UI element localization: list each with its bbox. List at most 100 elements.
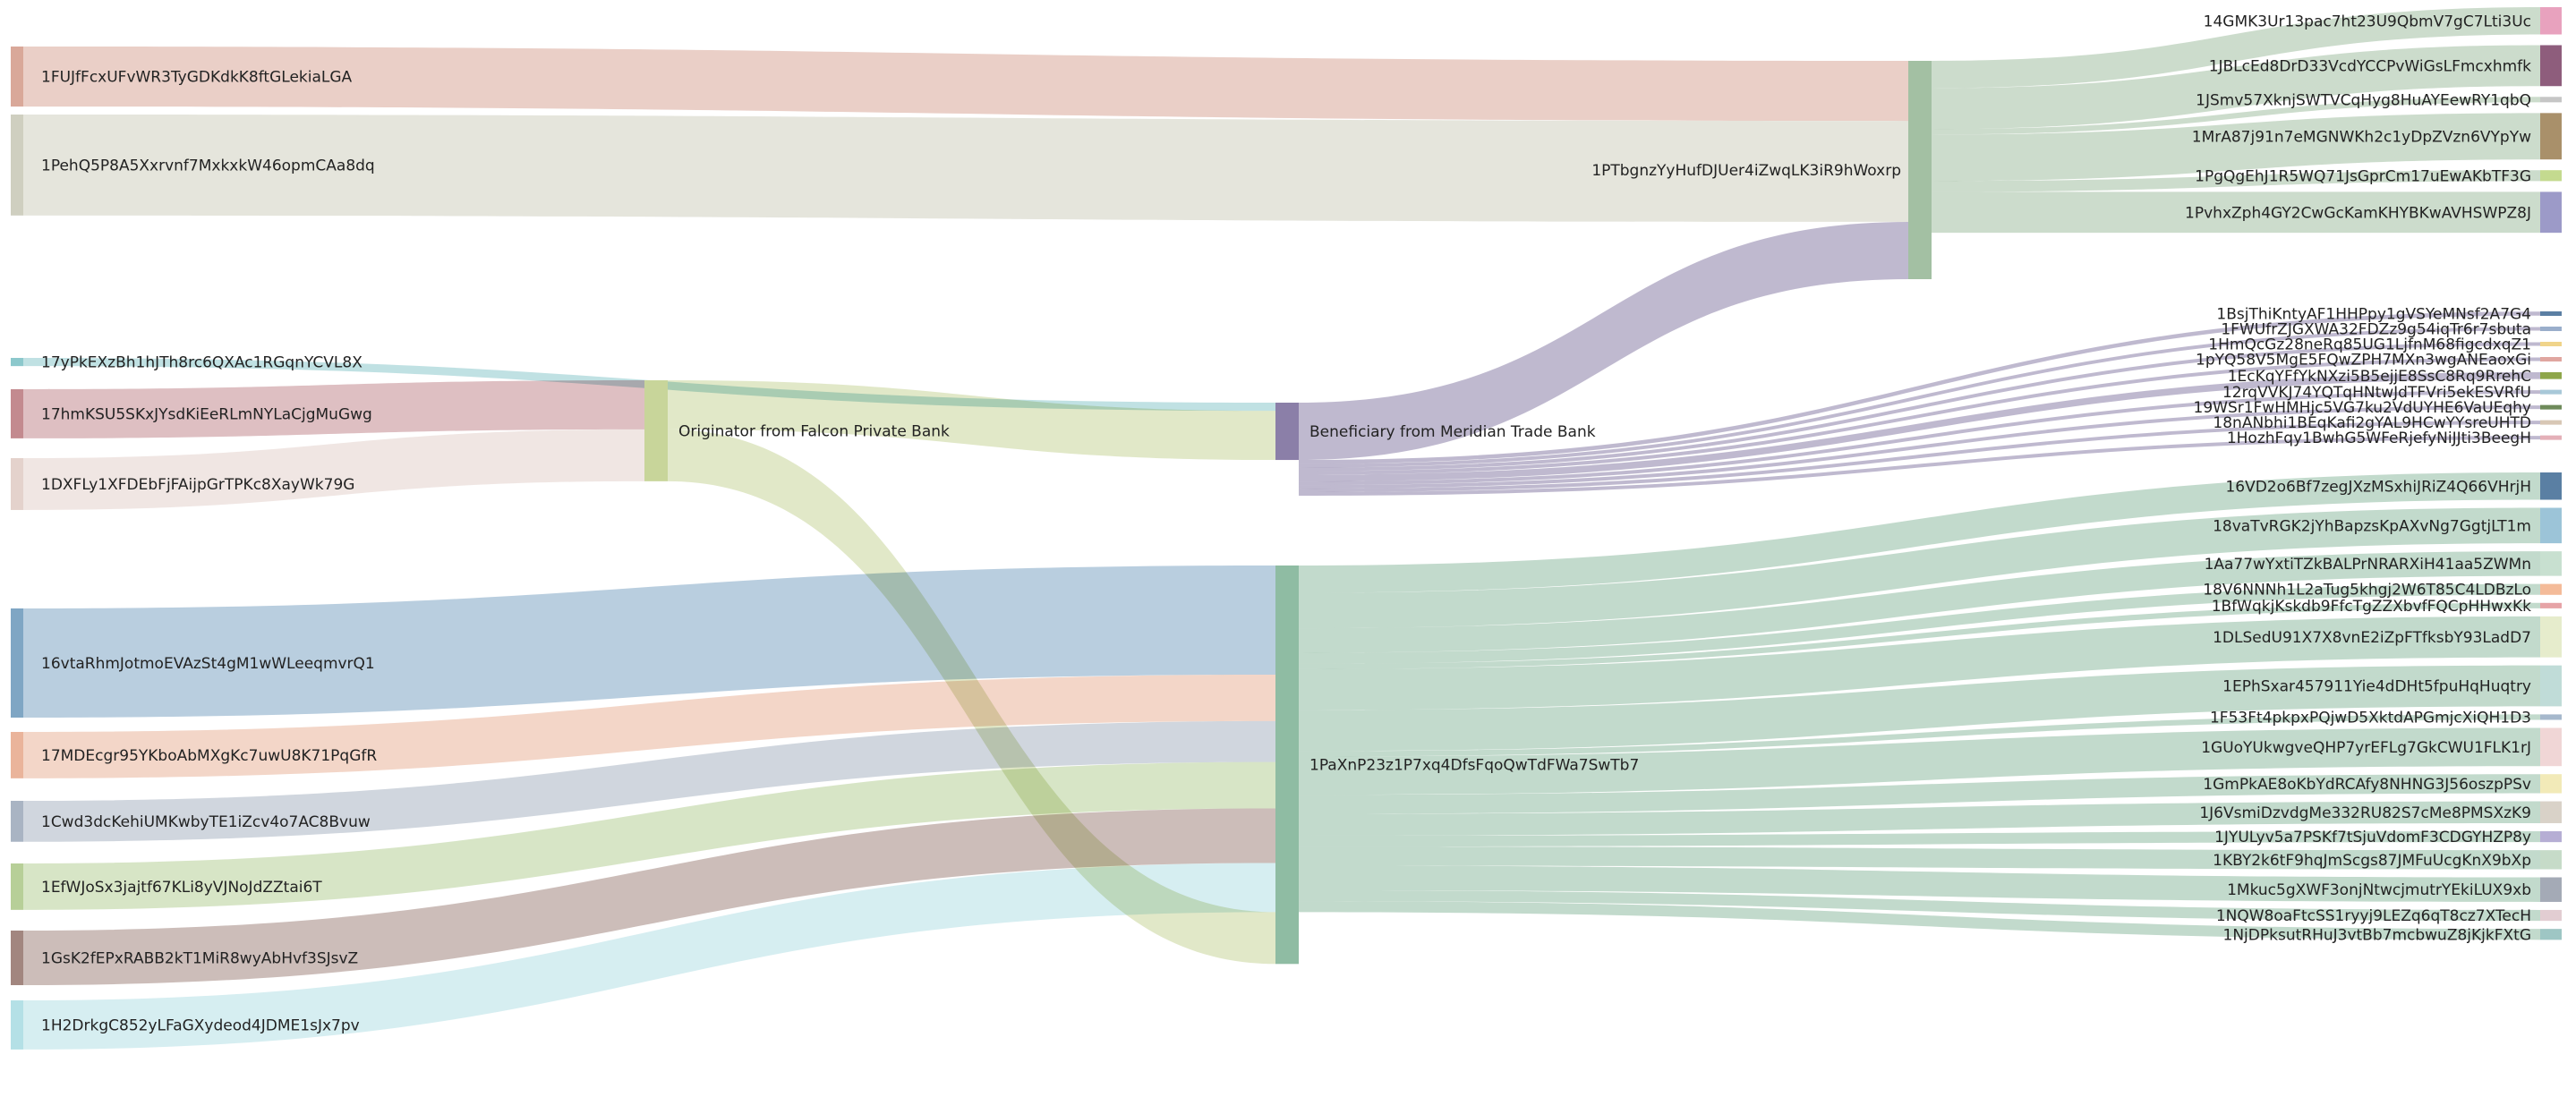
- target-node-1pyq58v5mge5fqwzph7mxn3wganeaoxgi[interactable]: [2540, 357, 2562, 361]
- link-to-19wsr1fwhmhjc5vg7ku2vduyhe6vaueqhy[interactable]: [1299, 405, 2540, 489]
- source-node-1cwd3dckehiumkwbyte1izcv4o7ac8bvuw[interactable]: [11, 801, 23, 842]
- link-to-1hozhfqy1bwhg5wferjefynijjti3beegh[interactable]: [1299, 436, 2540, 497]
- link-to-1gmpkae8okbydrcafy8nhng3j56oszppsv[interactable]: [1299, 774, 2540, 814]
- source-node-16vtarhmjotmoevazst4gm1wwleeqmvrq1[interactable]: [11, 608, 23, 718]
- source-node-17hmksu5skxjysdkieerlmnylacjgmugwg[interactable]: [11, 389, 23, 438]
- target-node-12rqvvkj74yqtqhntwjdtfvri5ekesvrfu[interactable]: [2540, 389, 2562, 395]
- link-to-1mkuc5gxwf3onjntwcjmutryekilux9xb[interactable]: [1299, 865, 2540, 902]
- node-hub-bottom[interactable]: [1275, 566, 1299, 965]
- target-node-1f53ft4pkpxpqjwd5xktdapgmjcxiqh1d3[interactable]: [2540, 714, 2562, 720]
- target-node-1jsmv57xknjswtvcqhyg8huayeewry1qbq[interactable]: [2540, 97, 2562, 103]
- link-to-1bsjthikntyaf1hhppy1gvsyemnsf2a7g4[interactable]: [1299, 311, 2540, 464]
- link-to-12rqvvkj74yqtqhntwjdtfvri5ekesvrfu[interactable]: [1299, 390, 2540, 486]
- link-1cwd3dckehiumkwbyte1izcv4o7ac8bvuw[interactable]: [23, 720, 1275, 842]
- link-to-1j6vsmidzvdgme332ru82s7cme8pmsxzk9[interactable]: [1299, 801, 2540, 836]
- target-node-1aa77wyxtitzkbalprnrarxih41aa5zwmn[interactable]: [2540, 551, 2562, 576]
- link-originator-to-hub_bottom[interactable]: [668, 429, 1275, 965]
- link-to-1guoyukwgveqhp7yreflg7gkcwu1flk1rj[interactable]: [1299, 727, 2540, 795]
- target-label: 18vaTvRGK2jYhBapzsKpAXvNg7GgtjLT1m: [2213, 517, 2531, 535]
- source-node-1dxfly1xfdebfjfaijpgrtpkc8xaywk79g[interactable]: [11, 458, 23, 510]
- link-originator-to-beneficiary[interactable]: [668, 380, 1275, 461]
- target-node-18v6nnnh1l2atug5khgj2w6t85c4ldbzlo[interactable]: [2540, 583, 2562, 595]
- source-label: 1H2DrkgC852yLFaGXydeod4JDME1sJx7pv: [41, 1016, 360, 1034]
- link-to-18nanbhi1beqkafi2gyal9hcwyysreuhtd[interactable]: [1299, 421, 2540, 493]
- link-to-1ephsxar457911yie4ddht5fpuhqhuqtry[interactable]: [1299, 665, 2540, 752]
- target-node-18vatvrgk2jyhbapzskpaxvng7ggtjlt1m[interactable]: [2540, 507, 2562, 544]
- target-label: 19WSr1FwHMHjc5VG7ku2VdUYHE6VaUEqhy: [2194, 399, 2532, 417]
- link-to-1pyq58v5mge5fqwzph7mxn3wganeaoxgi[interactable]: [1299, 357, 2540, 475]
- source-node-1fujffcxufvwr3tygdkdkk8ftglekialga[interactable]: [11, 47, 23, 107]
- source-label: 1GsK2fEPxRABB2kT1MiR8wyAbHvf3SJsvZ: [41, 950, 358, 968]
- target-label: 1GUoYUkwgveQHP7yrEFLg7GkCWU1FLK1rJ: [2201, 739, 2531, 757]
- link-1dxfly1xfdebfjfaijpgrtpkc8xaywk79g[interactable]: [23, 429, 644, 510]
- link-to-1jyulyv5a7pskf7tsjuvdomf3cdgyhzp8y[interactable]: [1299, 830, 2540, 847]
- link-to-1kby2k6tf9hqjmscgs87jmfuucgknx9bxp[interactable]: [1299, 846, 2540, 870]
- target-node-1bfwqkjkskdb9ffctgzzxbvffqcphhwxkk[interactable]: [2540, 602, 2562, 608]
- link-1pehq5p8a5xxrvnf7mxkxkw46opmcaa8dq[interactable]: [23, 115, 1908, 222]
- source-node-17ypkexzbh1hjth8rc6qxac1rgqnycvl8x[interactable]: [11, 358, 23, 367]
- target-node-1dlsedu91x7x8vne2izpftfksby93ladd7[interactable]: [2540, 616, 2562, 658]
- target-node-1njdpksutrhuj3vtbb7mcbwuz8jkjkfxtg[interactable]: [2540, 929, 2562, 940]
- source-node-1gsk2fepxrabb2kt1mir8wyabhvf3sjsvz[interactable]: [11, 931, 23, 985]
- link-to-1hmqcgz28nerq85ug1ljfnm68figcdxqz1[interactable]: [1299, 342, 2540, 472]
- link-to-18v6nnnh1l2atug5khgj2w6t85c4ldbzlo[interactable]: [1299, 583, 2540, 664]
- link-to-1pvhxzph4gy2cwgckamkhybkwavhswpz8j[interactable]: [1932, 191, 2540, 234]
- target-node-1jyulyv5a7pskf7tsjuvdomf3cdgyhzp8y[interactable]: [2540, 830, 2562, 843]
- target-node-19wsr1fwhmhjc5vg7ku2vduyhe6vaueqhy[interactable]: [2540, 404, 2562, 410]
- link-to-14gmk3ur13pac7ht23u9qbmv7gc7lti3uc[interactable]: [1932, 7, 2540, 89]
- node-hub-top[interactable]: [1908, 61, 1932, 279]
- target-node-1eckqyffyknxzi5b5ejje8ssc8rq9rrehc[interactable]: [2540, 372, 2562, 379]
- target-node-1fwufrzjgxwa32fdzz9g54iqtr6r7sbuta[interactable]: [2540, 327, 2562, 331]
- target-node-1hozhfqy1bwhg5wferjefynijjti3beegh[interactable]: [2540, 435, 2562, 440]
- link-to-16vd2o6bf7zegjxzmsxhijriz4q66vhrjh[interactable]: [1299, 472, 2540, 593]
- source-node-1efwjosx3jajtf67kli8yvjnojdzztai6t[interactable]: [11, 863, 23, 910]
- link-1efwjosx3jajtf67kli8yvjnojdzztai6t[interactable]: [23, 761, 1275, 910]
- link-to-1pgqgehj1r5wq71jsgprcm17uewakbtf3g[interactable]: [1932, 170, 2540, 192]
- target-node-1guoyukwgveqhp7yreflg7gkcwu1flk1rj[interactable]: [2540, 727, 2562, 767]
- target-node-16vd2o6bf7zegjxzmsxhijriz4q66vhrjh[interactable]: [2540, 472, 2562, 500]
- source-label: 17yPkEXzBh1hJTh8rc6QXAc1RGqnYCVL8X: [41, 354, 363, 372]
- link-to-1fwufrzjgxwa32fdzz9g54iqtr6r7sbuta[interactable]: [1299, 327, 2540, 468]
- node-originator[interactable]: [644, 380, 668, 481]
- target-label: 1HmQcGz28neRq85UG1LjfnM68figcdxqZ1: [2208, 336, 2531, 354]
- link-1fujffcxufvwr3tygdkdkk8ftglekialga[interactable]: [23, 47, 1908, 122]
- target-node-1pgqgehj1r5wq71jsgprcm17uewakbtf3g[interactable]: [2540, 170, 2562, 182]
- node-beneficiary[interactable]: [1275, 403, 1299, 461]
- target-label: 1EPhSxar457911Yie4dDHt5fpuHqHuqtry: [2222, 678, 2531, 696]
- target-node-1jblced8drd33vcdyccpvwigslfmcxhmfk[interactable]: [2540, 45, 2562, 87]
- link-to-1aa77wyxtitzkbalprnrarxih41aa5zwmn[interactable]: [1299, 551, 2540, 653]
- target-node-14gmk3ur13pac7ht23u9qbmv7gc7lti3uc[interactable]: [2540, 7, 2562, 35]
- link-17hmksu5skxjysdkieerlmnylacjgmugwg[interactable]: [23, 380, 644, 438]
- target-label: 1FWUfrZJGXWA32FDZz9g54iqTr6r7sbuta: [2221, 321, 2531, 339]
- link-1gsk2fepxrabb2kt1mir8wyabhvf3sjsvz[interactable]: [23, 808, 1275, 985]
- target-node-1hmqcgz28nerq85ug1ljfnm68figcdxqz1[interactable]: [2540, 342, 2562, 346]
- link-1h2drkgc852ylfagxydeod4jdme1sjx7pv[interactable]: [23, 863, 1275, 1050]
- sankey-labels: 1FUJfFcxUFvWR3TyGDKdkK8ftGLekiaLGA1PehQ5…: [41, 13, 2531, 1034]
- link-to-1dlsedu91x7x8vne2izpftfksby93ladd7[interactable]: [1299, 616, 2540, 710]
- target-node-1bsjthikntyaf1hhppy1gvsyemnsf2a7g4[interactable]: [2540, 311, 2562, 316]
- target-node-1j6vsmidzvdgme332ru82s7cme8pmsxzk9[interactable]: [2540, 801, 2562, 823]
- target-node-1ephsxar457911yie4ddht5fpuhqhuqtry[interactable]: [2540, 665, 2562, 707]
- link-to-1bfwqkjkskdb9ffctgzzxbvffqcphhwxkk[interactable]: [1299, 602, 2540, 669]
- target-node-1mkuc5gxwf3onjntwcjmutryekilux9xb[interactable]: [2540, 877, 2562, 902]
- target-node-1nqw8oaftcss1ryyj9lezq6qt8cz7xtech[interactable]: [2540, 909, 2562, 922]
- target-node-1gmpkae8okbydrcafy8nhng3j56oszppsv[interactable]: [2540, 774, 2562, 794]
- source-node-17mdecgr95ykboabmxgkc7uwu8k71pqgfr[interactable]: [11, 732, 23, 778]
- source-node-1pehq5p8a5xxrvnf7mxkxkw46opmcaa8dq[interactable]: [11, 115, 23, 216]
- link-to-1f53ft4pkpxpqjwd5xktdapgmjcxiqh1d3[interactable]: [1299, 714, 2540, 757]
- link-to-1eckqyffyknxzi5b5ejje8ssc8rq9rrehc[interactable]: [1299, 372, 2540, 482]
- target-node-18nanbhi1beqkafi2gyal9hcwyysreuhtd[interactable]: [2540, 420, 2562, 425]
- link-beneficiary-to-hub_top[interactable]: [1299, 221, 1908, 461]
- target-node-1pvhxzph4gy2cwgckamkhybkwavhswpz8j[interactable]: [2540, 191, 2562, 234]
- link-to-1nqw8oaftcss1ryyj9lezq6qt8cz7xtech[interactable]: [1299, 889, 2540, 922]
- target-node-1kby2k6tf9hqjmscgs87jmfuucgknx9bxp[interactable]: [2540, 850, 2562, 870]
- link-to-18vatvrgk2jyhbapzskpaxvng7ggtjlt1m[interactable]: [1299, 507, 2540, 629]
- link-to-1jblced8drd33vcdyccpvwigslfmcxhmfk[interactable]: [1932, 45, 2540, 130]
- target-node-1mra87j91n7emgnwkh2c1ydpzvzn6vypyw[interactable]: [2540, 113, 2562, 160]
- link-16vtarhmjotmoevazst4gm1wwleeqmvrq1[interactable]: [23, 566, 1275, 718]
- link-to-1jsmv57xknjswtvcqhyg8huayeewry1qbq[interactable]: [1932, 97, 2540, 135]
- link-to-1njdpksutrhuj3vtbb7mcbwuz8jkjkfxtg[interactable]: [1299, 901, 2540, 940]
- source-node-1h2drkgc852ylfagxydeod4jdme1sjx7pv[interactable]: [11, 1000, 23, 1050]
- link-to-1mra87j91n7emgnwkh2c1ydpzvzn6vypyw[interactable]: [1932, 113, 2540, 182]
